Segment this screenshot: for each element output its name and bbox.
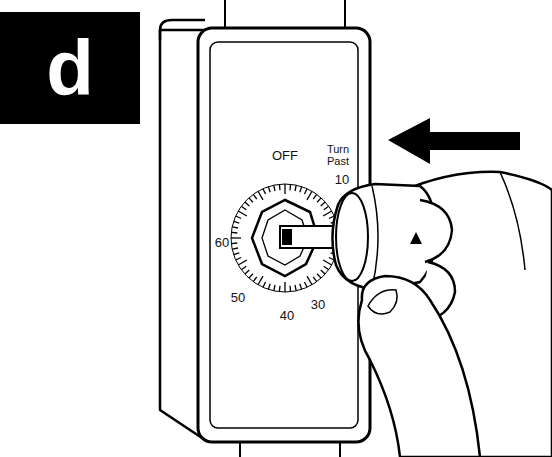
- dial-tick: [317, 274, 321, 278]
- shaft-end: [282, 229, 292, 245]
- dial-tick: [321, 202, 325, 206]
- dial-tick: [317, 198, 321, 202]
- dial-tick: [249, 198, 253, 202]
- dial-tick: [245, 202, 249, 206]
- thumb: [358, 276, 480, 457]
- dial-tick: [238, 260, 247, 265]
- knob-pointer: [410, 232, 422, 244]
- dial-tick: [263, 282, 266, 287]
- dial-tick: [305, 189, 308, 194]
- dial-tick: [274, 185, 275, 191]
- dial-label: OFF: [271, 149, 299, 163]
- knob-face: [336, 193, 368, 281]
- dial-tick: [234, 253, 240, 255]
- dial-tick: [313, 194, 317, 199]
- cover-plate: [198, 28, 370, 442]
- index-finger: [420, 200, 452, 262]
- dial-tick: [241, 206, 246, 210]
- timer-knob: [332, 184, 433, 290]
- dial-tick: [323, 211, 332, 216]
- dial-tick: [236, 216, 241, 219]
- dial-tick: [313, 277, 317, 282]
- dial-shaft: [280, 226, 340, 248]
- wire: [344, 0, 346, 30]
- dial-label: 30: [310, 298, 326, 312]
- dial-tick: [279, 184, 281, 190]
- dial-tick: [234, 221, 240, 223]
- thumbnail: [368, 290, 397, 314]
- dial-tick: [238, 211, 247, 216]
- dial-tick: [300, 284, 302, 290]
- dial-label: 40: [279, 309, 295, 323]
- dial-tick: [236, 258, 241, 261]
- dial-label: 10: [334, 173, 350, 187]
- step-letter: d: [46, 29, 94, 107]
- hand-crease: [500, 172, 525, 270]
- dial-tick: [307, 191, 312, 200]
- dial-tick: [295, 285, 296, 291]
- dial-tick: [279, 286, 281, 292]
- dial-tick: [232, 227, 238, 228]
- dial-tick: [305, 282, 308, 287]
- step-letter-box: d: [0, 12, 140, 124]
- dial-tick: [232, 248, 238, 249]
- dial-tick: [241, 266, 246, 270]
- dial-label: 50: [230, 291, 246, 305]
- dial-tick: [321, 270, 325, 274]
- dial-tick: [231, 242, 237, 244]
- dial-tick: [231, 237, 241, 238]
- dial-tick: [231, 232, 237, 234]
- dial-tick: [249, 274, 253, 278]
- dial-tick: [323, 260, 332, 265]
- dial-tick: [284, 184, 285, 194]
- wire: [239, 442, 241, 457]
- dial-tick: [253, 194, 256, 199]
- dial-label: 60: [214, 236, 230, 250]
- dial-tick: [268, 284, 270, 290]
- dial-tick: [258, 191, 263, 200]
- dial-tick: [268, 187, 270, 193]
- dial-tick: [263, 189, 266, 194]
- dial-ticks: [231, 184, 339, 292]
- dial-tick: [289, 286, 291, 292]
- dial-tick: [274, 285, 275, 291]
- wire: [339, 442, 341, 457]
- dial-tick: [324, 206, 329, 210]
- dial-tick: [253, 277, 256, 282]
- dial-tick: [307, 276, 312, 285]
- dial-tick: [245, 270, 249, 274]
- push-arrow: [388, 118, 520, 164]
- dial-ring: [231, 184, 339, 292]
- dial-tick: [284, 282, 285, 292]
- dial-tick: [324, 266, 329, 270]
- dial-tick: [258, 276, 263, 285]
- dial-label: Turn Past: [322, 144, 354, 167]
- dial-tick: [295, 185, 296, 191]
- dial-tick: [300, 187, 302, 193]
- knob-edge: [372, 186, 378, 288]
- wire: [224, 0, 226, 30]
- dial-tick: [289, 184, 291, 190]
